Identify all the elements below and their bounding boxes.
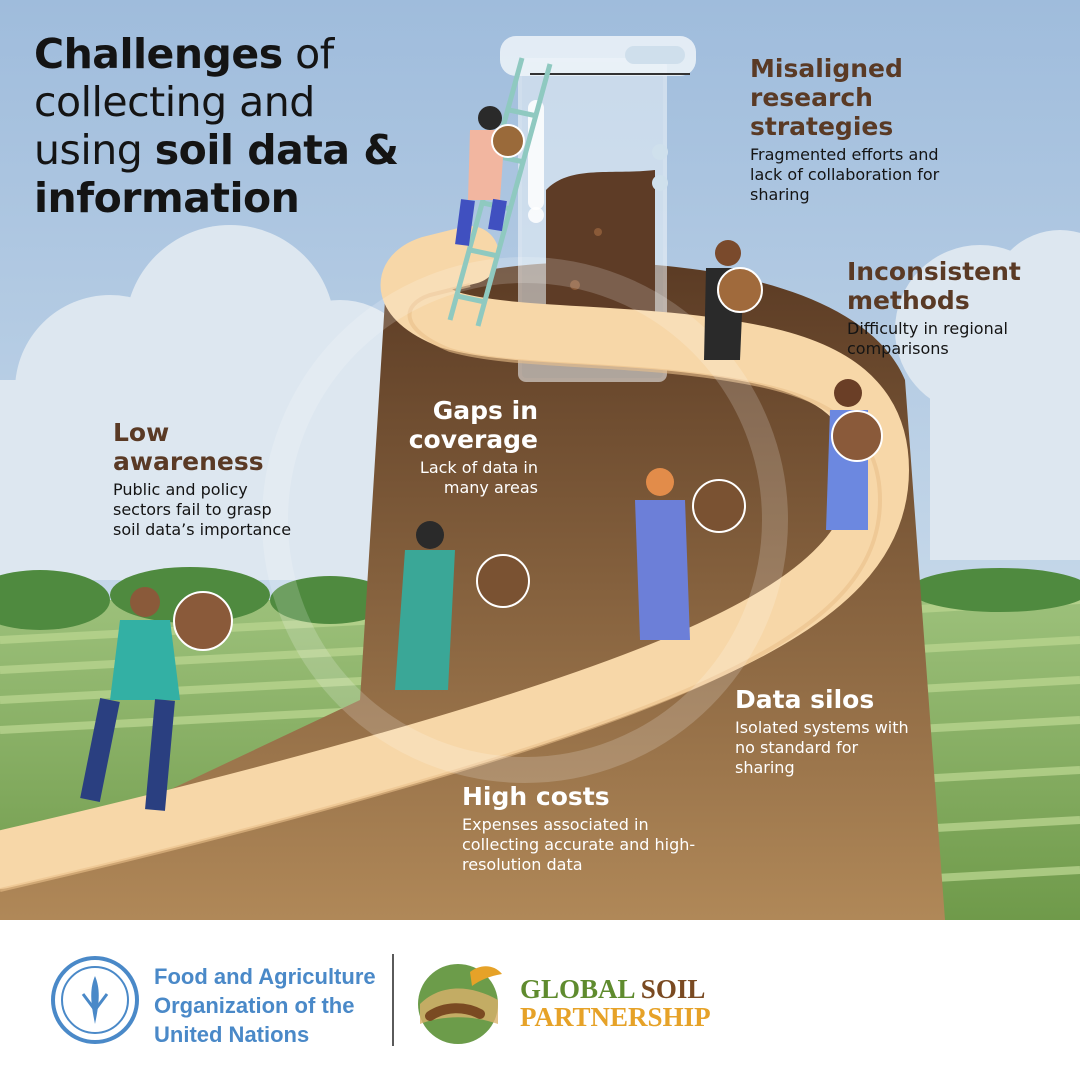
challenge-heading: High costs [462,782,610,811]
footer-divider [392,954,394,1046]
gsp-global: GLOBAL [520,974,635,1004]
challenge-misaligned: Misaligned research strategies Fragmente… [750,54,950,205]
challenge-heading: Inconsistent methods [847,257,1021,315]
challenge-inconsistent: Inconsistent methods Difficulty in regio… [847,257,1057,359]
challenge-high-costs: High costs Expenses associated in collec… [462,782,702,875]
challenge-heading: Low awareness [113,418,264,476]
challenge-gaps: Gaps in coverage Lack of data in many ar… [380,396,538,498]
illustration-scene [0,0,1080,920]
fao-logo [51,956,139,1044]
challenge-description: Public and policy sectors fail to grasp … [113,480,292,539]
challenge-description: Expenses associated in collecting accura… [462,815,696,874]
challenge-heading: Data silos [735,685,875,714]
challenge-description: Isolated systems with no standard for sh… [735,718,909,777]
challenge-heading: Misaligned research strategies [750,54,903,141]
gsp-logo [418,964,502,1044]
challenge-heading: Gaps in coverage [408,396,538,454]
gsp-wordmark: GLOBAL SOIL PARTNERSHIP [520,975,711,1031]
person-misaligned [704,240,763,360]
fao-name: Food and Agriculture Organization of the… [154,964,376,1047]
person-gaps [635,468,746,640]
challenge-low-awareness: Low awareness Public and policy sectors … [113,418,303,540]
challenge-description: Lack of data in many areas [419,458,538,497]
person-inconsistent [826,379,883,530]
clouds [0,225,1080,580]
footer: Food and Agriculture Organization of the… [0,920,1080,1080]
soil-sample-tube [500,36,696,382]
gsp-partnership: PARTNERSHIP [520,1002,711,1032]
fao-watermark [262,257,788,783]
winding-path [0,226,910,889]
challenge-description: Fragmented efforts and lack of collabora… [750,145,940,204]
soil-mound [0,261,945,920]
page-title: Challenges of collecting and using soil … [34,30,399,222]
person-on-ladder [455,106,525,246]
challenge-silos: Data silos Isolated systems with no stan… [735,685,915,778]
gsp-soil: SOIL [634,974,706,1004]
person-high-costs [395,521,530,690]
person-low-awareness [80,587,233,811]
challenge-description: Difficulty in regional comparisons [847,319,1008,358]
